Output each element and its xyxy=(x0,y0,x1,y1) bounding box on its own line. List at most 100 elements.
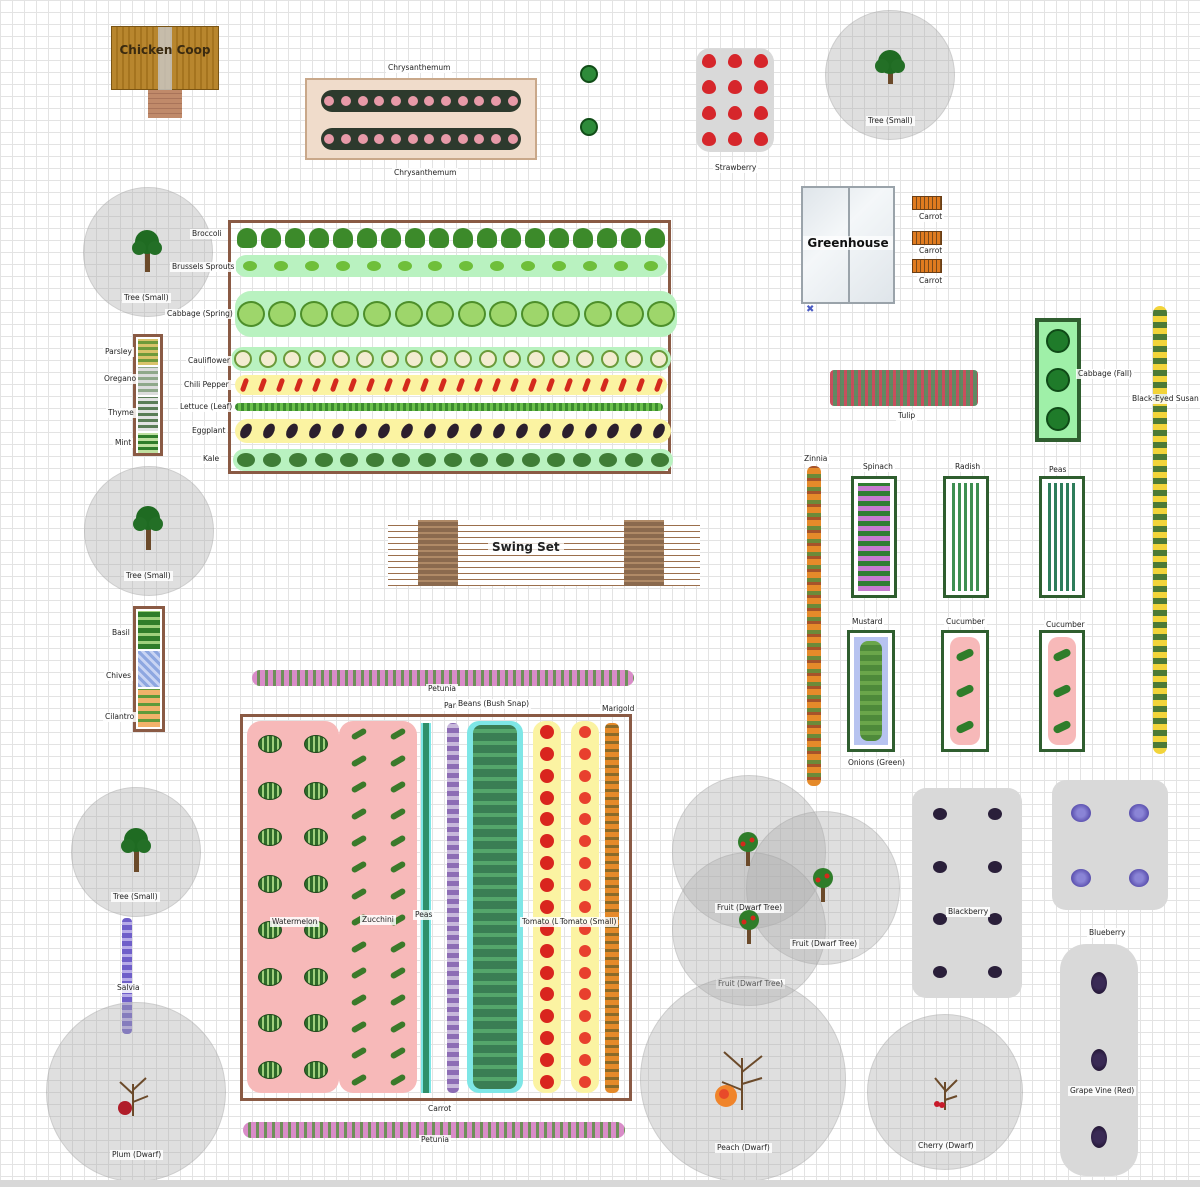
horizontal-scrollbar[interactable] xyxy=(0,1180,1200,1187)
cucumber-bed-2[interactable] xyxy=(1039,630,1085,752)
zinnia-row[interactable] xyxy=(807,466,821,786)
peas-bed[interactable] xyxy=(1039,476,1085,598)
marigold-row xyxy=(605,723,619,1093)
tree-icon xyxy=(875,50,905,84)
vegetable-bed-main[interactable] xyxy=(228,220,677,474)
grape-icon xyxy=(1071,803,1091,822)
tomato-icon xyxy=(540,724,554,739)
strawberry-icon xyxy=(702,54,716,68)
carrot-bed-3[interactable] xyxy=(912,259,942,273)
mustard-bed[interactable] xyxy=(847,630,895,752)
eggplant-row xyxy=(235,419,671,443)
swing-set-label: Swing Set xyxy=(488,540,564,554)
tree-small-label: Tree (Small) xyxy=(866,116,915,126)
tomato-large-band xyxy=(533,721,561,1093)
plum-tree-icon xyxy=(118,1077,149,1116)
oregano-label: Oregano xyxy=(102,374,139,384)
chrysanthemum-row-2 xyxy=(321,128,521,150)
chrysanthemum-bed[interactable] xyxy=(305,78,537,160)
broccoli-icon xyxy=(237,228,257,248)
peas-right-label: Peas xyxy=(1047,465,1069,475)
cherry-tree-icon xyxy=(934,1077,958,1110)
greenhouse[interactable]: Greenhouse xyxy=(801,186,895,304)
salvia-label: Salvia xyxy=(115,983,142,993)
carrot-label-1: Carrot xyxy=(917,212,945,222)
cilantro-block xyxy=(138,689,160,727)
lettuce-leaf-row xyxy=(235,403,663,411)
cucumber-icon xyxy=(1052,647,1072,663)
petunia-label-bottom: Petunia xyxy=(419,1135,451,1145)
carrot-bottom-label: Carrot xyxy=(426,1104,454,1114)
tree-small-label: Tree (Small) xyxy=(111,892,160,902)
eggplant-icon xyxy=(238,421,255,441)
black-eyed-susan-row[interactable] xyxy=(1153,306,1167,754)
petunia-row-top[interactable] xyxy=(252,670,634,686)
fruit-tree-icon xyxy=(738,832,758,866)
parsley-label: Parsley xyxy=(103,347,134,357)
cabbage-icon xyxy=(236,301,265,327)
fruit-tree-icon xyxy=(739,910,759,944)
petunia-label-top: Petunia xyxy=(426,684,458,694)
cucumber-bed-1[interactable] xyxy=(941,630,989,752)
cabbage-icon[interactable] xyxy=(580,65,598,83)
tomato-icon xyxy=(579,725,591,738)
blackberry-bed[interactable] xyxy=(912,788,1022,998)
blueberry-bed[interactable] xyxy=(1052,780,1168,910)
eggplant-label: Eggplant xyxy=(190,426,228,436)
tree-icon xyxy=(121,828,151,872)
chrysanthemum-label-bottom: Chrysanthemum xyxy=(392,168,459,178)
beans-bush-snap-label: Beans (Bush Snap) xyxy=(456,699,532,709)
chrysanthemum-label-top: Chrysanthemum xyxy=(386,63,453,73)
cauliflower-label: Cauliflower xyxy=(186,356,232,366)
herb-bed-1[interactable] xyxy=(133,334,163,456)
watermelon-label: Watermelon xyxy=(270,917,320,927)
chicken-coop-label: Chicken Coop xyxy=(119,43,211,57)
swing-set[interactable]: Swing Set xyxy=(388,520,700,586)
parsley-block xyxy=(138,339,158,365)
carrot-label-3: Carrot xyxy=(917,276,945,286)
mint-block xyxy=(138,433,158,453)
herb-bed-2[interactable] xyxy=(133,606,165,732)
chicken-coop[interactable]: Chicken Coop xyxy=(111,26,219,91)
strawberry-icon xyxy=(728,132,742,146)
cucumber-icon xyxy=(955,647,975,663)
lettuce-leaf-label: Lettuce (Leaf) xyxy=(178,402,235,412)
pansy-label: Pan xyxy=(442,701,460,711)
strawberry-bed[interactable] xyxy=(696,48,774,152)
cucumber-label-1: Cucumber xyxy=(944,617,987,627)
carrot-bed-2[interactable] xyxy=(912,231,942,245)
greenhouse-label: Greenhouse xyxy=(803,236,893,250)
onions-green-label: Onions (Green) xyxy=(846,758,907,768)
strawberry-icon xyxy=(702,80,716,94)
peas-row xyxy=(421,723,431,1093)
cilantro-label: Cilantro xyxy=(103,712,137,722)
salvia-row[interactable] xyxy=(122,918,132,1034)
kale-label: Kale xyxy=(201,454,222,464)
tulip-label: Tulip xyxy=(896,411,918,421)
tulip-row[interactable] xyxy=(830,370,978,406)
tomato-small-label: Tomato (Small) xyxy=(558,917,619,927)
beans-band xyxy=(467,721,523,1093)
grape-vine-bed[interactable] xyxy=(1060,944,1138,1176)
cauliflower-row xyxy=(231,347,671,371)
zinnia-label: Zinnia xyxy=(802,454,830,464)
carrot-label-2: Carrot xyxy=(917,246,945,256)
blackberry-icon xyxy=(932,808,947,821)
petunia-row-bottom[interactable] xyxy=(243,1122,625,1138)
cabbage-fall-label: Cabbage (Fall) xyxy=(1076,369,1134,379)
grape-vine-red-label: Grape Vine (Red) xyxy=(1068,1086,1137,1096)
carrot-bed-1[interactable] xyxy=(912,196,942,210)
tomato-label: Tomato (La xyxy=(520,917,566,927)
cabbage-fall-bed[interactable] xyxy=(1035,318,1081,442)
strawberry-icon xyxy=(702,106,716,120)
spinach-label: Spinach xyxy=(861,462,895,472)
spinach-bed[interactable] xyxy=(851,476,897,598)
resize-handle-icon[interactable]: ✖ xyxy=(806,304,815,315)
cabbage-icon[interactable] xyxy=(580,118,598,136)
vegetable-bed-lower[interactable] xyxy=(240,714,632,1101)
strawberry-icon xyxy=(754,132,768,146)
radish-bed[interactable] xyxy=(943,476,989,598)
thyme-label: Thyme xyxy=(106,408,136,418)
blueberry-label: Blueberry xyxy=(1087,928,1128,938)
